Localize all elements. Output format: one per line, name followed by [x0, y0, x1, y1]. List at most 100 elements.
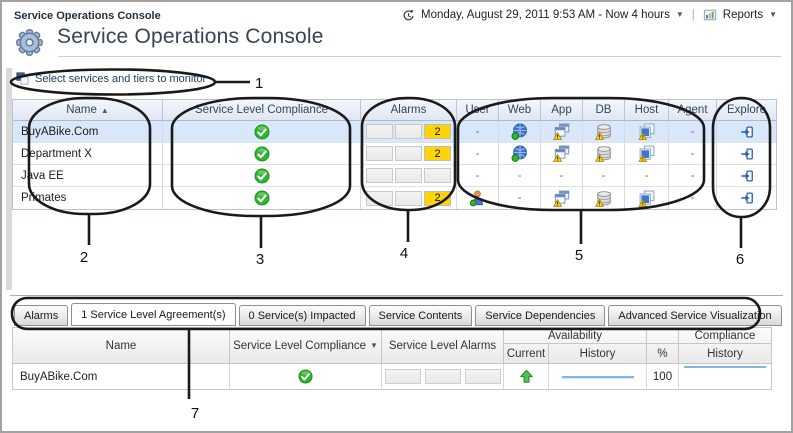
sla-table-header: Name Service Level Compliance▼ Service L… — [13, 328, 771, 363]
alarm-count-badge[interactable]: 2 — [424, 190, 451, 206]
user-tier-cell: - — [457, 165, 499, 187]
green-up-arrow-icon — [519, 369, 534, 384]
tab-alarms[interactable]: Alarms — [14, 305, 69, 326]
alarm-count-badge[interactable]: 2 — [424, 124, 451, 139]
web-tier-cell[interactable] — [499, 121, 541, 143]
db-tier-cell[interactable] — [583, 187, 625, 209]
app-tier-cell[interactable] — [541, 121, 583, 143]
sla-column-header-history[interactable]: History — [549, 344, 647, 363]
sla-column-header-compliance[interactable]: Service Level Compliance▼ — [230, 328, 382, 363]
db-tier-cell[interactable] — [583, 121, 625, 143]
host-tier-cell[interactable] — [625, 121, 669, 143]
alarm-box[interactable] — [395, 124, 422, 139]
host-tier-cell[interactable] — [625, 187, 669, 209]
tab-service-level-agreements[interactable]: 1 Service Level Agreement(s) — [71, 303, 236, 326]
explore-cell[interactable] — [717, 187, 776, 209]
sort-dropdown-icon: ▼ — [370, 341, 378, 350]
page-title: Service Operations Console — [57, 25, 324, 48]
explore-cell[interactable] — [717, 165, 776, 187]
sla-alarms-cell — [382, 364, 504, 389]
select-services-label: Select services and tiers to monitor — [35, 72, 207, 85]
db-warning-icon — [595, 190, 612, 207]
tree-panel-edge — [6, 68, 12, 290]
sort-ascending-icon: ▲ — [100, 106, 109, 115]
column-header-db[interactable]: DB — [583, 100, 625, 121]
table-row-buyabike[interactable]: BuyABike.Com 2 - - — [13, 121, 776, 143]
service-name[interactable]: BuyABike.Com — [13, 121, 163, 143]
web-tier-cell[interactable] — [499, 143, 541, 165]
column-header-host[interactable]: Host — [625, 100, 669, 121]
table-row-departmentx[interactable]: Department X 2 - - — [13, 143, 776, 165]
column-header-user[interactable]: User — [457, 100, 499, 121]
sla-column-header-compliance-history[interactable]: History — [707, 347, 743, 360]
reports-menu[interactable]: Reports — [722, 9, 764, 21]
availability-percent: 100 — [647, 364, 679, 389]
column-header-web[interactable]: Web — [499, 100, 541, 121]
sla-column-header-current[interactable]: Current — [504, 344, 549, 363]
alarm-box[interactable] — [424, 168, 451, 183]
compliance-group-header: Compliance — [679, 328, 771, 344]
services-table-header: Name▲ Service Level Compliance Alarms Us… — [13, 100, 776, 121]
alarm-box[interactable] — [395, 168, 422, 183]
table-row-javaee[interactable]: Java EE - - - - - - — [13, 165, 776, 187]
compliance-sparkline — [684, 366, 766, 368]
alarm-box[interactable] — [366, 124, 393, 139]
user-tier-cell[interactable] — [457, 187, 499, 209]
column-header-alarms[interactable]: Alarms — [361, 100, 457, 121]
column-header-compliance[interactable]: Service Level Compliance — [163, 100, 361, 121]
app-tier-cell[interactable] — [541, 187, 583, 209]
table-row-primates[interactable]: Primates 2 - - — [13, 187, 776, 209]
tab-advanced-service-visualization[interactable]: Advanced Service Visualization — [608, 305, 782, 326]
sla-column-header-alarms[interactable]: Service Level Alarms — [382, 328, 504, 363]
user-icon — [469, 190, 486, 207]
service-name[interactable]: Department X — [13, 143, 163, 165]
app-tier-cell[interactable] — [541, 143, 583, 165]
host-warning-icon — [638, 123, 655, 140]
column-header-explore[interactable]: Explore — [717, 100, 776, 121]
sla-column-header-name[interactable]: Name — [13, 328, 230, 363]
callout-label-7: 7 — [191, 405, 199, 422]
tab-service-dependencies[interactable]: Service Dependencies — [475, 305, 606, 326]
tab-services-impacted[interactable]: 0 Service(s) Impacted — [238, 305, 366, 326]
alarm-box[interactable] — [366, 168, 393, 183]
alarm-box[interactable] — [384, 369, 421, 384]
time-range-caret-icon[interactable]: ▼ — [675, 10, 684, 19]
alarm-box[interactable] — [366, 190, 393, 206]
alarm-count-badge[interactable]: 2 — [424, 146, 451, 161]
agent-tier-cell: - — [669, 187, 717, 209]
user-tier-cell: - — [457, 143, 499, 165]
select-services-control[interactable]: Select services and tiers to monitor — [16, 72, 206, 85]
service-name[interactable]: Primates — [13, 187, 163, 209]
sla-column-header-percent[interactable]: % — [647, 344, 679, 363]
alarm-box[interactable] — [464, 369, 501, 384]
alarm-box[interactable] — [395, 146, 422, 161]
compliance-cell — [163, 187, 361, 209]
availability-history-cell — [549, 364, 647, 389]
green-check-icon — [298, 369, 313, 384]
db-tier-cell[interactable] — [583, 143, 625, 165]
callout-label-6: 6 — [736, 251, 744, 268]
top-toolbar: Monday, August 29, 2011 9:53 AM - Now 4 … — [402, 8, 777, 22]
host-tier-cell[interactable] — [625, 143, 669, 165]
alarm-box[interactable] — [366, 146, 393, 161]
explore-cell[interactable] — [717, 143, 776, 165]
green-check-icon — [254, 168, 270, 184]
availability-group-header: Availability — [504, 328, 647, 344]
alarms-cell: 2 — [361, 143, 457, 165]
sla-table-row[interactable]: BuyABike.Com 100 — [13, 363, 771, 389]
service-name[interactable]: Java EE — [13, 165, 163, 187]
alarm-box[interactable] — [424, 369, 461, 384]
select-services-icon — [16, 72, 29, 85]
column-header-app[interactable]: App — [541, 100, 583, 121]
reports-caret-icon[interactable]: ▼ — [769, 10, 777, 19]
time-range-selector[interactable]: Monday, August 29, 2011 9:53 AM - Now 4 … — [420, 9, 670, 21]
web-tier-cell: - — [499, 187, 541, 209]
column-header-agent[interactable]: Agent — [669, 100, 717, 121]
agent-tier-cell: - — [669, 143, 717, 165]
explore-cell[interactable] — [717, 121, 776, 143]
sla-service-name[interactable]: BuyABike.Com — [13, 364, 230, 389]
tab-service-contents[interactable]: Service Contents — [368, 305, 473, 326]
explore-icon — [740, 125, 754, 139]
column-header-name[interactable]: Name▲ — [13, 100, 163, 121]
alarm-box[interactable] — [395, 190, 422, 206]
